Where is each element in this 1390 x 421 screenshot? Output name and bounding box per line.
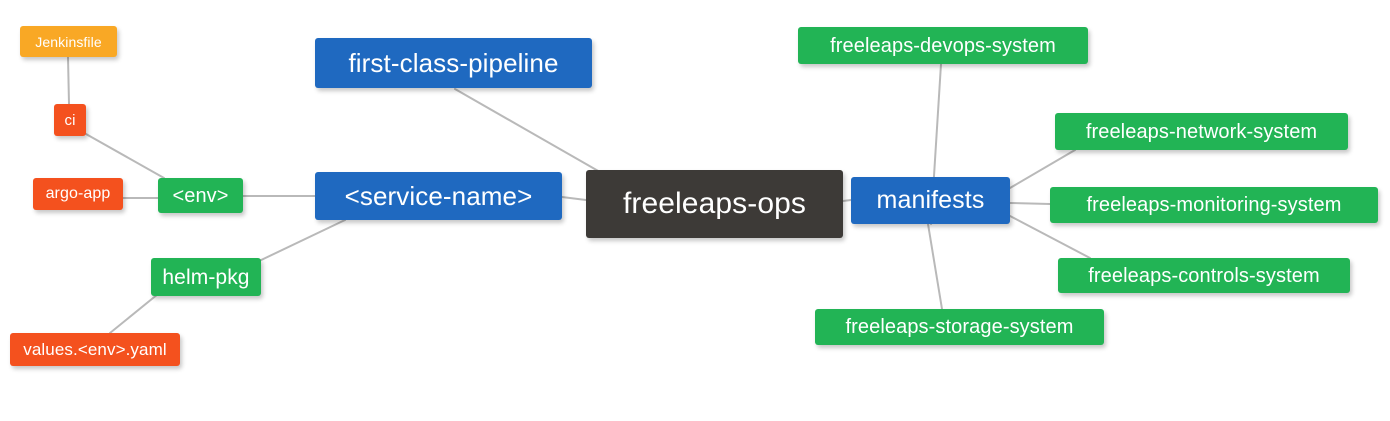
node-helm-pkg[interactable]: helm-pkg (151, 258, 261, 296)
node-label-jenkinsfile: Jenkinsfile (35, 33, 102, 50)
node-label-env: <env> (172, 184, 229, 207)
edge-service-name-to-helm-pkg (256, 219, 346, 263)
edge-freeleaps-ops-to-service-name (561, 196, 587, 201)
node-service-name[interactable]: <service-name> (315, 172, 562, 220)
node-freeleaps-network-system[interactable]: freeleaps-network-system (1055, 113, 1348, 150)
node-label-manifests: manifests (876, 186, 985, 214)
node-manifests[interactable]: manifests (851, 177, 1010, 224)
node-freeleaps-ops[interactable]: freeleaps-ops (586, 170, 843, 238)
node-label-service-name: <service-name> (344, 181, 533, 211)
node-env[interactable]: <env> (158, 178, 243, 213)
edge-env-to-ci (85, 133, 165, 179)
edge-freeleaps-ops-to-first-class-pipeline (454, 88, 601, 173)
node-jenkinsfile[interactable]: Jenkinsfile (20, 26, 117, 57)
node-first-class-pipeline[interactable]: first-class-pipeline (315, 38, 592, 88)
node-label-freeleaps-network-system: freeleaps-network-system (1085, 120, 1318, 143)
edge-manifests-to-freeleaps-network-system (1009, 149, 1076, 189)
node-label-freeleaps-devops-system: freeleaps-devops-system (830, 34, 1056, 57)
node-freeleaps-controls-system[interactable]: freeleaps-controls-system (1058, 258, 1350, 293)
node-values-env-yaml[interactable]: values.<env>.yaml (10, 333, 180, 366)
edge-manifests-to-freeleaps-storage-system (927, 223, 943, 310)
node-label-freeleaps-storage-system: freeleaps-storage-system (845, 316, 1074, 338)
node-argo-app[interactable]: argo-app (33, 178, 123, 210)
node-label-freeleaps-controls-system: freeleaps-controls-system (1088, 264, 1320, 287)
node-label-freeleaps-ops: freeleaps-ops (622, 187, 807, 220)
node-label-first-class-pipeline: first-class-pipeline (348, 48, 559, 78)
edge-manifests-to-freeleaps-monitoring-system (1009, 202, 1051, 205)
node-freeleaps-devops-system[interactable]: freeleaps-devops-system (798, 27, 1088, 64)
node-label-values-env-yaml: values.<env>.yaml (23, 340, 167, 359)
edge-helm-pkg-to-values-env-yaml (109, 293, 159, 334)
node-freeleaps-storage-system[interactable]: freeleaps-storage-system (815, 309, 1104, 345)
edge-freeleaps-ops-to-manifests (842, 199, 852, 202)
node-label-freeleaps-monitoring-system: freeleaps-monitoring-system (1086, 194, 1342, 216)
edge-ci-to-jenkinsfile (67, 56, 70, 105)
node-freeleaps-monitoring-system[interactable]: freeleaps-monitoring-system (1050, 187, 1378, 223)
node-ci[interactable]: ci (54, 104, 86, 136)
node-label-argo-app: argo-app (45, 185, 111, 202)
node-label-ci: ci (64, 111, 76, 129)
node-label-helm-pkg: helm-pkg (162, 265, 250, 289)
